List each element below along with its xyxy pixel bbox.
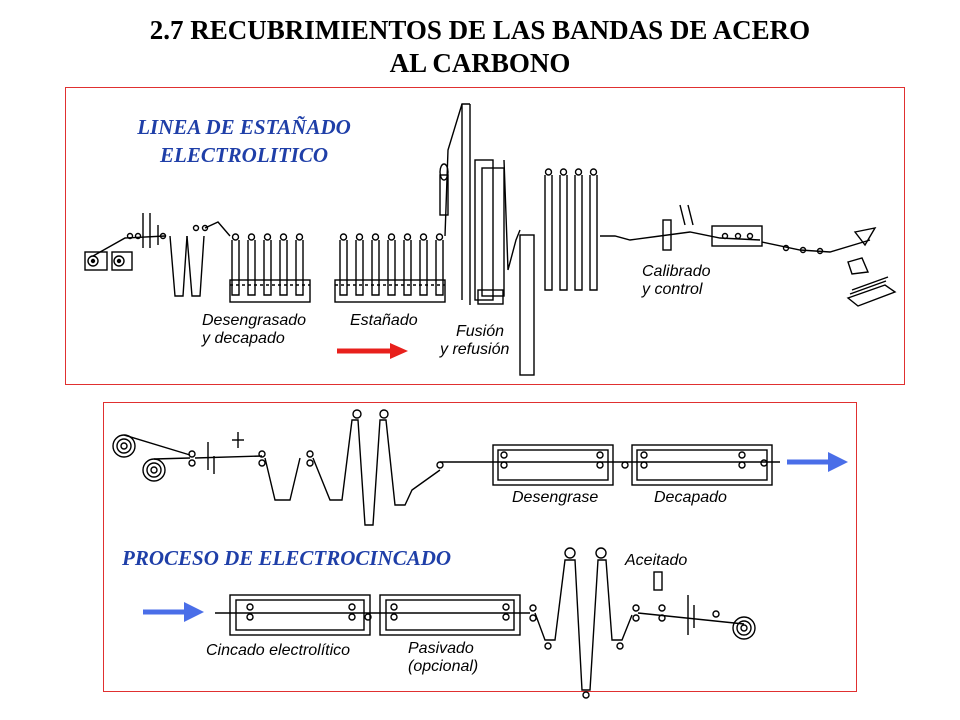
stage-label-zinc-plating: Cincado electrolítico (206, 642, 351, 659)
stage-label-fusion: Fusión y refusión (440, 323, 509, 359)
stage-label-degreasing-line-1: Desengrasado (202, 312, 307, 329)
stage-label-calibration-line-2: y control (642, 281, 703, 298)
stage-label-passivation-line-1: Pasivado (408, 640, 474, 657)
sheet-stack-icon (846, 276, 897, 307)
stage-label-pickling: Decapado (654, 489, 727, 506)
tinning-line-heading: LINEA DE ESTAÑADO ELECTROLITICO (104, 113, 384, 169)
title-line-2: AL CARBONO (389, 48, 571, 78)
title-line-1: 2.7 RECUBRIMIENTOS DE LAS BANDAS DE ACER… (149, 15, 811, 45)
zinc-line-panel (103, 402, 857, 692)
stage-label-fusion-line-2: y refusión (440, 341, 510, 358)
uncoiler-icon (84, 251, 133, 271)
tinning-heading-line-1: LINEA DE ESTAÑADO (137, 115, 351, 139)
recoiler-icon (732, 616, 756, 640)
page-title: 2.7 RECUBRIMIENTOS DE LAS BANDAS DE ACER… (0, 14, 960, 80)
tinning-line-panel (65, 87, 905, 385)
stage-label-degreasing: Desengrasado y decapado (202, 312, 306, 348)
stage-label-fusion-line-1: Fusión (456, 323, 505, 340)
stage-label-degrease: Desengrase (512, 489, 599, 506)
stage-label-passivation: Pasivado (opcional) (408, 640, 478, 676)
stage-label-tinning: Estañado (350, 312, 418, 329)
tinning-heading-line-2: ELECTROLITICO (159, 143, 329, 167)
stage-label-passivation-line-2: (opcional) (408, 658, 479, 675)
zinc-line-heading: PROCESO DE ELECTROCINCADO (122, 546, 452, 570)
stage-label-calibration: Calibrado y control (642, 263, 710, 299)
stage-label-calibration-line-1: Calibrado (642, 263, 711, 280)
stage-label-oiling: Aceitado (625, 552, 688, 569)
stage-label-degreasing-line-2: y decapado (202, 330, 285, 347)
